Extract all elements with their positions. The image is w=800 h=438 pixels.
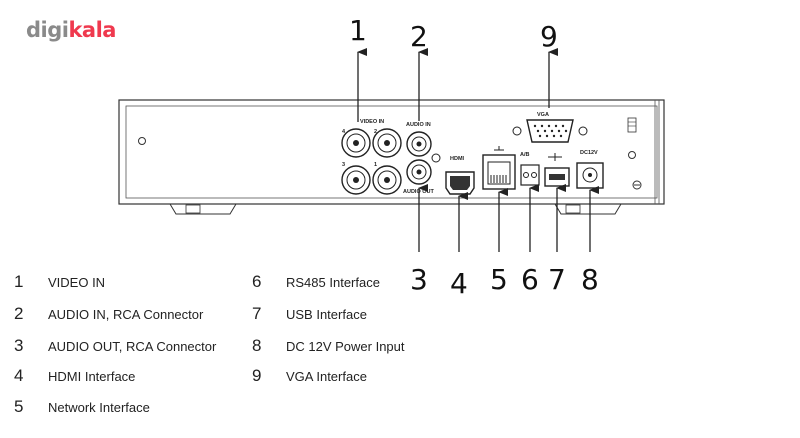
callout-number-2: 2 (410, 20, 428, 53)
legend-text: Network Interface (48, 400, 150, 415)
dc-power-jack: DC12V (576, 150, 604, 189)
legend-text: VIDEO IN (48, 275, 106, 290)
legend-number: 2 (14, 304, 24, 323)
callout-number-8: 8 (581, 263, 599, 296)
legend-text: USB Interface (286, 307, 367, 322)
network-rj45-port (482, 146, 516, 190)
bnc-connector-4 (341, 128, 371, 158)
audio-in-label: AUDIO IN (406, 122, 431, 128)
channel-3-label: 3 (342, 162, 345, 168)
logo-part-kala: kala (68, 18, 116, 42)
bnc-connector-3 (341, 165, 371, 195)
video-in-label: VIDEO IN (360, 119, 384, 125)
audio-out-rca-connector (406, 159, 432, 185)
legend-number: 7 (252, 304, 262, 323)
digikala-logo: digikala (26, 18, 116, 42)
rs485-terminal: A/B (520, 152, 540, 186)
legend-number: 8 (252, 336, 262, 355)
ground-screw (431, 153, 441, 163)
legend-item-6: 6 RS485 Interface (252, 272, 380, 292)
bnc-connector-1 (372, 165, 402, 195)
channel-2-label: 2 (374, 129, 377, 135)
legend-item-5: 5 Network Interface (14, 397, 150, 417)
legend-text: VGA Interface (286, 369, 367, 384)
legend-text: AUDIO IN, RCA Connector (48, 307, 204, 322)
legend-number: 3 (14, 336, 24, 355)
legend-item-9: 9 VGA Interface (252, 366, 367, 386)
callout-number-4: 4 (450, 267, 468, 300)
vga-label: VGA (537, 112, 549, 118)
video-in-connectors: VIDEO IN 4 2 3 1 (341, 119, 402, 195)
legend-text: DC 12V Power Input (286, 339, 405, 354)
legend-number: 5 (14, 397, 24, 416)
logo-part-digi: digi (26, 18, 69, 42)
legend-item-7: 7 USB Interface (252, 304, 367, 324)
hdmi-label: HDMI (450, 156, 465, 162)
legend-item-1: 1 VIDEO IN (14, 272, 105, 292)
legend-number: 1 (14, 272, 24, 291)
dc12v-label: DC12V (580, 150, 598, 156)
legend-number: 6 (252, 272, 262, 291)
callout-number-6: 6 (521, 263, 539, 296)
callout-number-1: 1 (349, 14, 367, 47)
bnc-connector-2 (372, 128, 402, 158)
device-chassis (118, 99, 665, 215)
channel-1-label: 1 (374, 162, 377, 168)
callout-number-7: 7 (548, 263, 566, 296)
legend-item-4: 4 HDMI Interface (14, 366, 135, 386)
legend-item-2: 2 AUDIO IN, RCA Connector (14, 304, 203, 324)
legend-item-3: 3 AUDIO OUT, RCA Connector (14, 336, 216, 356)
legend-number: 9 (252, 366, 262, 385)
callout-number-9: 9 (540, 20, 558, 53)
legend-number: 4 (14, 366, 24, 385)
legend-text: HDMI Interface (48, 369, 136, 384)
channel-4-label: 4 (342, 129, 346, 135)
legend-text: AUDIO OUT, RCA Connector (48, 339, 217, 354)
callout-number-5: 5 (490, 263, 508, 296)
legend-item-8: 8 DC 12V Power Input (252, 336, 405, 356)
rs485-ab-label: A/B (520, 152, 530, 158)
legend-text: RS485 Interface (286, 275, 380, 290)
vga-port: VGA (512, 112, 588, 143)
hdmi-port: HDMI (445, 156, 475, 195)
audio-in-rca-connector (406, 131, 432, 157)
callout-number-3: 3 (410, 263, 428, 296)
